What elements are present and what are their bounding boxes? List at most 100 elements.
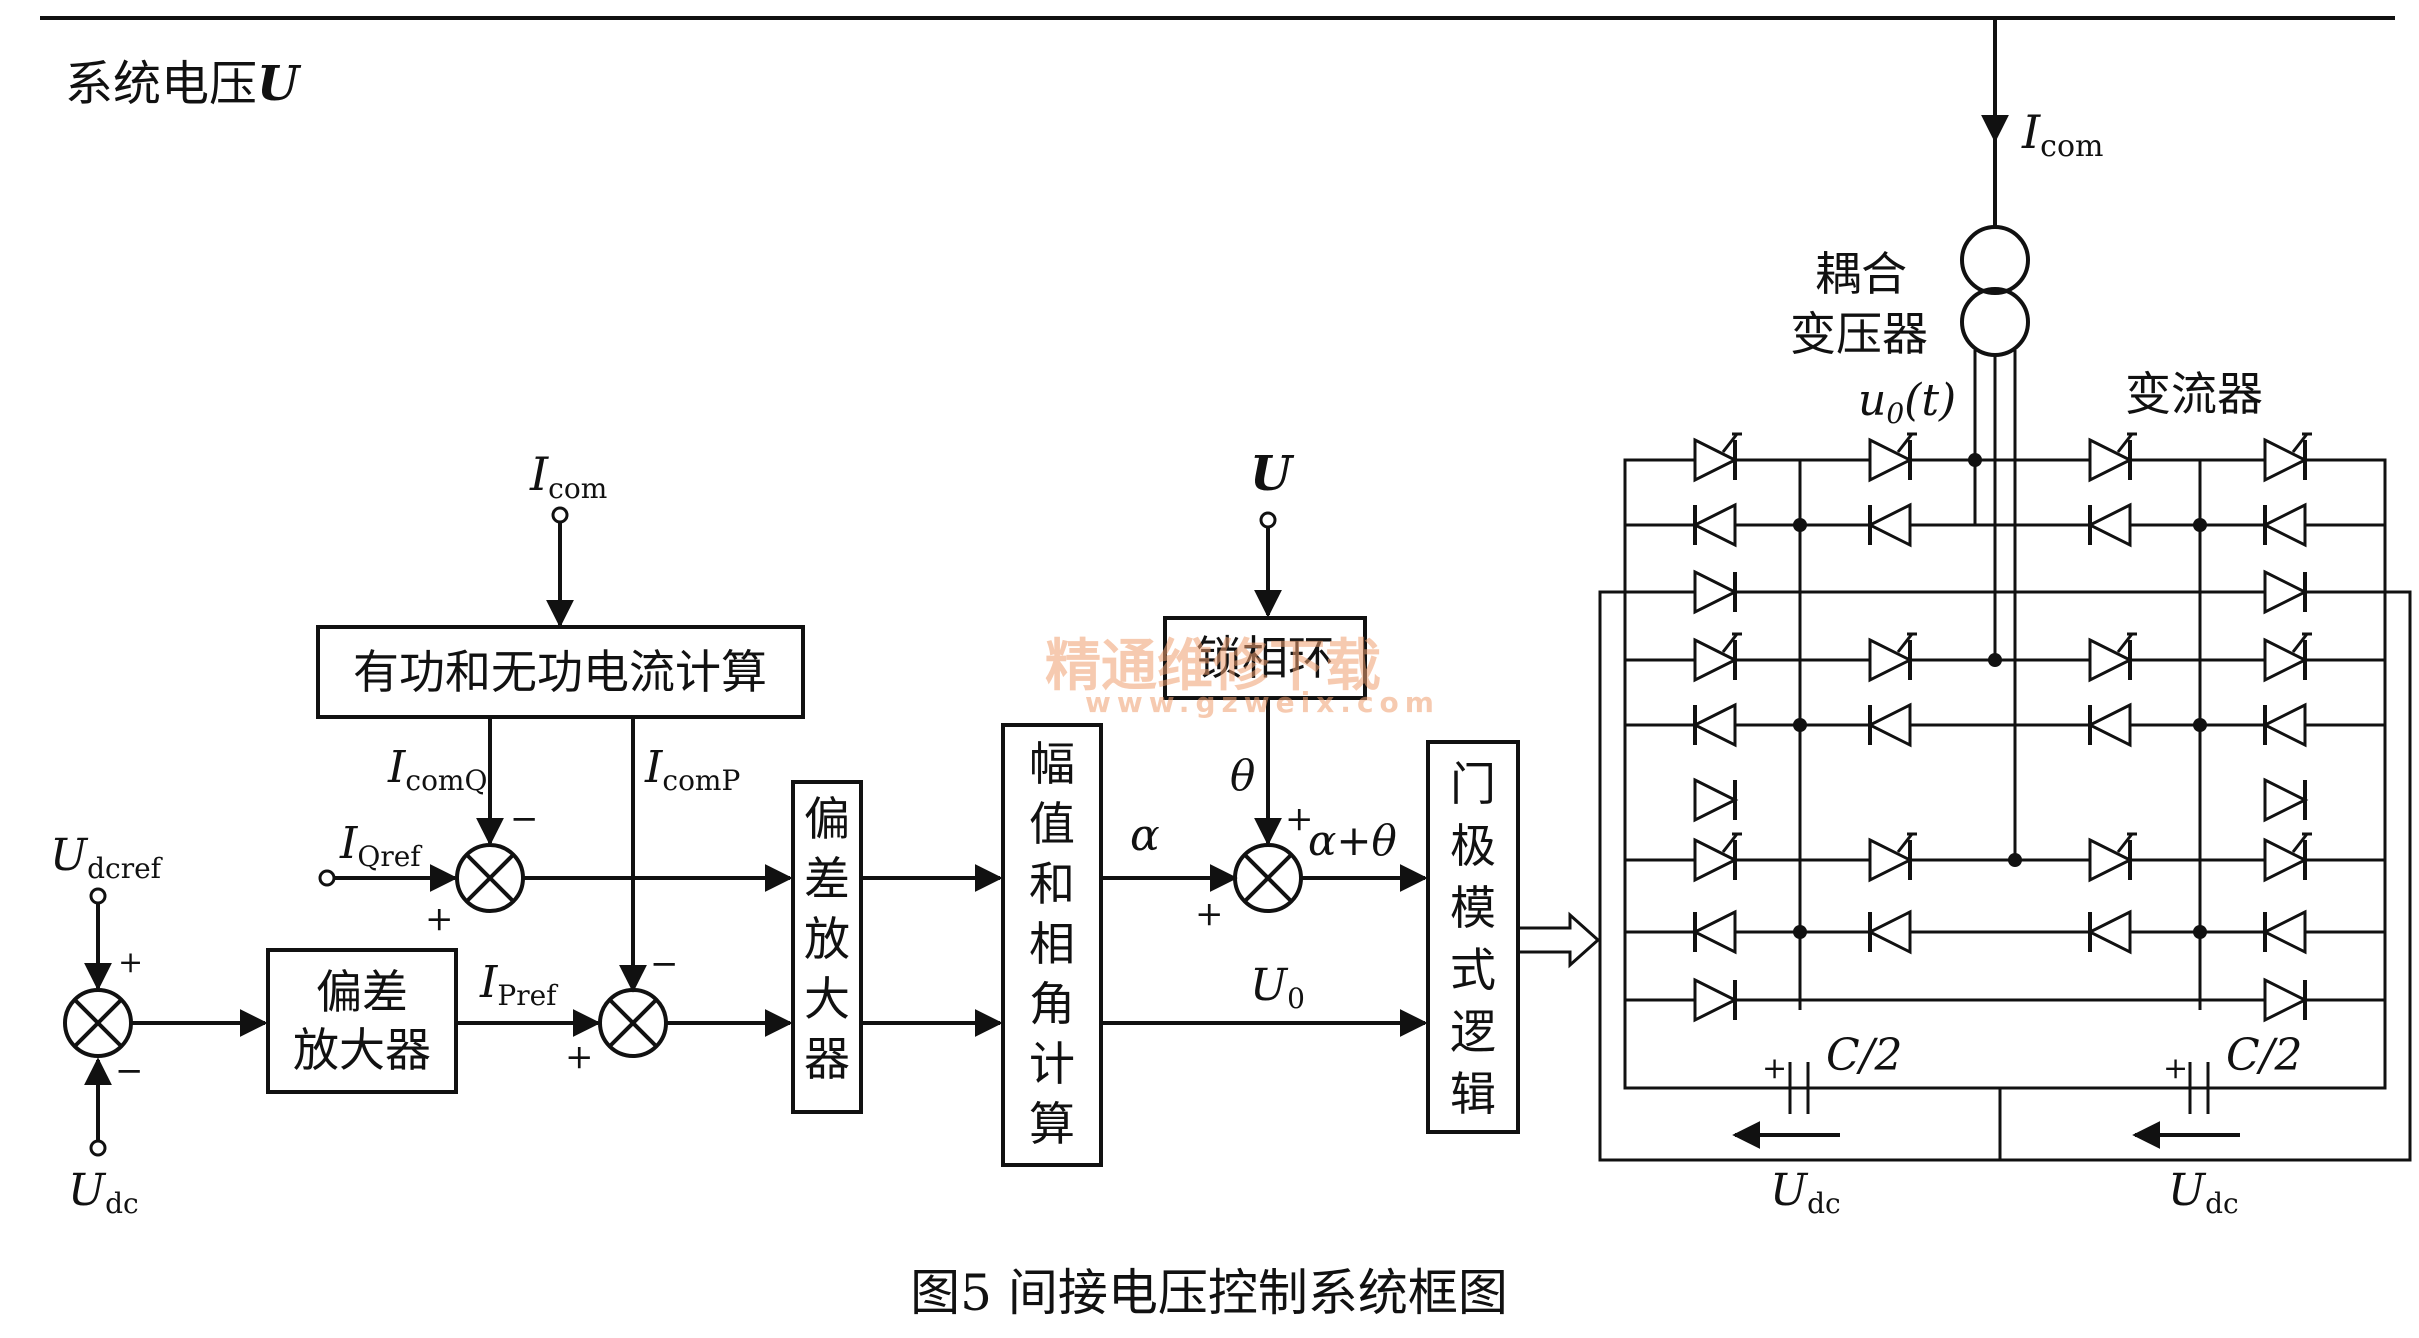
diode-icon: [1693, 977, 1739, 1023]
pll-block: [1163, 616, 1367, 700]
diode-icon: [2086, 702, 2132, 748]
diode-icon: [2263, 777, 2309, 823]
diode-icon: [2261, 502, 2307, 548]
figure-caption: 图5 间接电压控制系统框图: [910, 1264, 1508, 1322]
icomp-label: IcomP: [644, 742, 740, 797]
cap1-plus: +: [1762, 1051, 1787, 1086]
svg-text:+: +: [1285, 799, 1314, 839]
transformer-secondary-coil: [1960, 287, 2030, 357]
ipref-label: IPref: [479, 957, 559, 1012]
thyristor-icon: [1868, 632, 1917, 683]
gate-signal-arrow: [1516, 911, 1601, 969]
svg-text:和: 和: [1029, 857, 1075, 911]
thyristor-icon: [2263, 832, 2312, 883]
diode-icon: [2086, 909, 2132, 955]
icomq-label: IcomQ: [387, 742, 487, 797]
thyristor-icon: [2088, 432, 2137, 483]
alpha-theta-label: α+θ: [1308, 816, 1397, 865]
svg-text:锁相环: 锁相环: [1196, 631, 1334, 685]
icom-input-label: Icom: [529, 447, 607, 505]
watermark-en: www.gzweix.com: [1085, 686, 1440, 719]
deviation-amplifier-1: [266, 948, 458, 1094]
svg-text:偏差: 偏差: [316, 965, 408, 1019]
thyristor-icon: [1868, 832, 1917, 883]
system-voltage-label: 系统电压U: [65, 56, 302, 112]
diode-icon: [2261, 702, 2307, 748]
alpha-label: α: [1130, 810, 1160, 861]
udc-input-label: Udc: [68, 1165, 139, 1220]
svg-text:+: +: [565, 1037, 594, 1077]
thyristor-icon: [1693, 632, 1742, 683]
diode-icon: [1691, 702, 1737, 748]
thyristor-icon: [2263, 432, 2312, 483]
thyristor-icon: [1693, 832, 1742, 883]
converter-label: 变流器: [2125, 367, 2263, 421]
svg-text:式: 式: [1450, 943, 1496, 997]
diode-icon: [2261, 909, 2307, 955]
u0-label: U0: [1250, 960, 1305, 1015]
udc-left-label: Udc: [1770, 1165, 1841, 1220]
thyristor-icon: [1868, 432, 1917, 483]
gate-logic-block: [1426, 740, 1520, 1134]
diode-icon: [1691, 502, 1737, 548]
diode-icon: [1693, 777, 1739, 823]
diode-icon: [1691, 909, 1737, 955]
converter-switches: [1691, 432, 2312, 1023]
svg-text:器: 器: [804, 1032, 850, 1086]
thyristor-icon: [2088, 832, 2137, 883]
svg-text:放大器: 放大器: [293, 1023, 431, 1077]
svg-text:逻: 逻: [1450, 1005, 1496, 1059]
udcref-label: Udcref: [50, 830, 164, 885]
thyristor-icon: [2088, 632, 2137, 683]
diode-icon: [1866, 502, 1912, 548]
diode-icon: [1866, 909, 1912, 955]
sum-junction-q: [455, 843, 525, 913]
cap1-label: C/2: [1826, 1030, 1902, 1081]
watermark-cn: 精通维修下载: [1045, 634, 1381, 699]
converter-bridge: [1598, 453, 2412, 1162]
transformer-label-line1: 耦合: [1815, 247, 1907, 301]
svg-text:−: −: [650, 944, 679, 984]
transformer-primary-coil: [1960, 225, 2030, 295]
dc-capacitors: [1625, 1062, 2385, 1114]
iqref-label: IQref: [339, 818, 423, 873]
svg-text:偏: 偏: [804, 792, 850, 846]
svg-text:−: −: [510, 799, 539, 839]
svg-text:放: 放: [804, 912, 850, 966]
diode-icon: [2263, 977, 2309, 1023]
u0t-label: u0(t): [1858, 375, 1956, 430]
svg-text:+: +: [118, 945, 143, 980]
diode-icon: [1866, 702, 1912, 748]
cap2-label: C/2: [2226, 1030, 2302, 1081]
sum-junction-dc: [63, 988, 133, 1058]
power-calc-label: 有功和无功电流计算: [353, 645, 767, 699]
svg-text:门: 门: [1450, 757, 1496, 811]
svg-text:计: 计: [1029, 1037, 1075, 1091]
udc-right-label: Udc: [2168, 1165, 2239, 1220]
thyristor-icon: [1693, 432, 1742, 483]
svg-text:角: 角: [1029, 977, 1075, 1031]
thyristor-icon: [2263, 632, 2312, 683]
icom-top-label: Icom: [2021, 105, 2103, 164]
svg-text:模: 模: [1450, 881, 1496, 935]
svg-text:幅: 幅: [1029, 737, 1075, 791]
svg-text:算: 算: [1029, 1097, 1075, 1151]
cap2-plus: +: [2163, 1051, 2188, 1086]
diode-icon: [1693, 569, 1739, 615]
diode-icon: [2263, 569, 2309, 615]
diode-icon: [2086, 502, 2132, 548]
svg-text:值: 值: [1029, 797, 1075, 851]
svg-text:+: +: [1195, 894, 1224, 934]
theta-label: θ: [1230, 751, 1255, 800]
deviation-amplifier-2: [791, 780, 863, 1114]
svg-text:差: 差: [804, 852, 850, 906]
power-calc-block: [316, 625, 805, 719]
transformer-label-line2: 变压器: [1790, 307, 1928, 361]
svg-text:辑: 辑: [1450, 1067, 1496, 1121]
magnitude-phase-block: [1001, 723, 1103, 1167]
svg-text:相: 相: [1029, 917, 1075, 971]
svg-text:大: 大: [804, 972, 850, 1026]
svg-text:+: +: [425, 899, 454, 939]
svg-text:极: 极: [1450, 819, 1496, 873]
